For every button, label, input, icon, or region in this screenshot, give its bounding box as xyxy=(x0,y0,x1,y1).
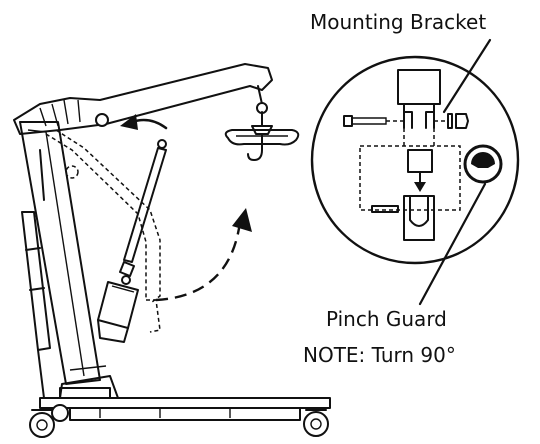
lift-mast xyxy=(19,121,119,399)
bracket-leader-line xyxy=(442,38,492,114)
pinch-guard-leader-line xyxy=(418,182,487,306)
lift-actuator xyxy=(97,139,167,343)
lift-base xyxy=(29,387,331,438)
rear-left-caster xyxy=(51,404,69,422)
curved-arrow-icon xyxy=(120,114,168,130)
push-handle xyxy=(21,211,51,399)
pinch-guard-note: NOTE: Turn 90° xyxy=(303,343,456,367)
boom-pivot xyxy=(95,113,109,127)
front-left-caster xyxy=(29,412,55,438)
detail-inset xyxy=(310,55,520,265)
leader-lines xyxy=(418,38,492,306)
actuator-motor xyxy=(97,281,139,329)
sling-bar xyxy=(224,111,300,161)
front-right-caster xyxy=(303,411,329,437)
down-arrow-icon xyxy=(414,182,426,192)
mounting-bracket-label: Mounting Bracket xyxy=(310,10,487,34)
lift-boom xyxy=(13,63,273,135)
pinch-guard-label: Pinch Guard xyxy=(326,307,447,331)
dashed-curved-arrow-icon xyxy=(155,208,252,302)
